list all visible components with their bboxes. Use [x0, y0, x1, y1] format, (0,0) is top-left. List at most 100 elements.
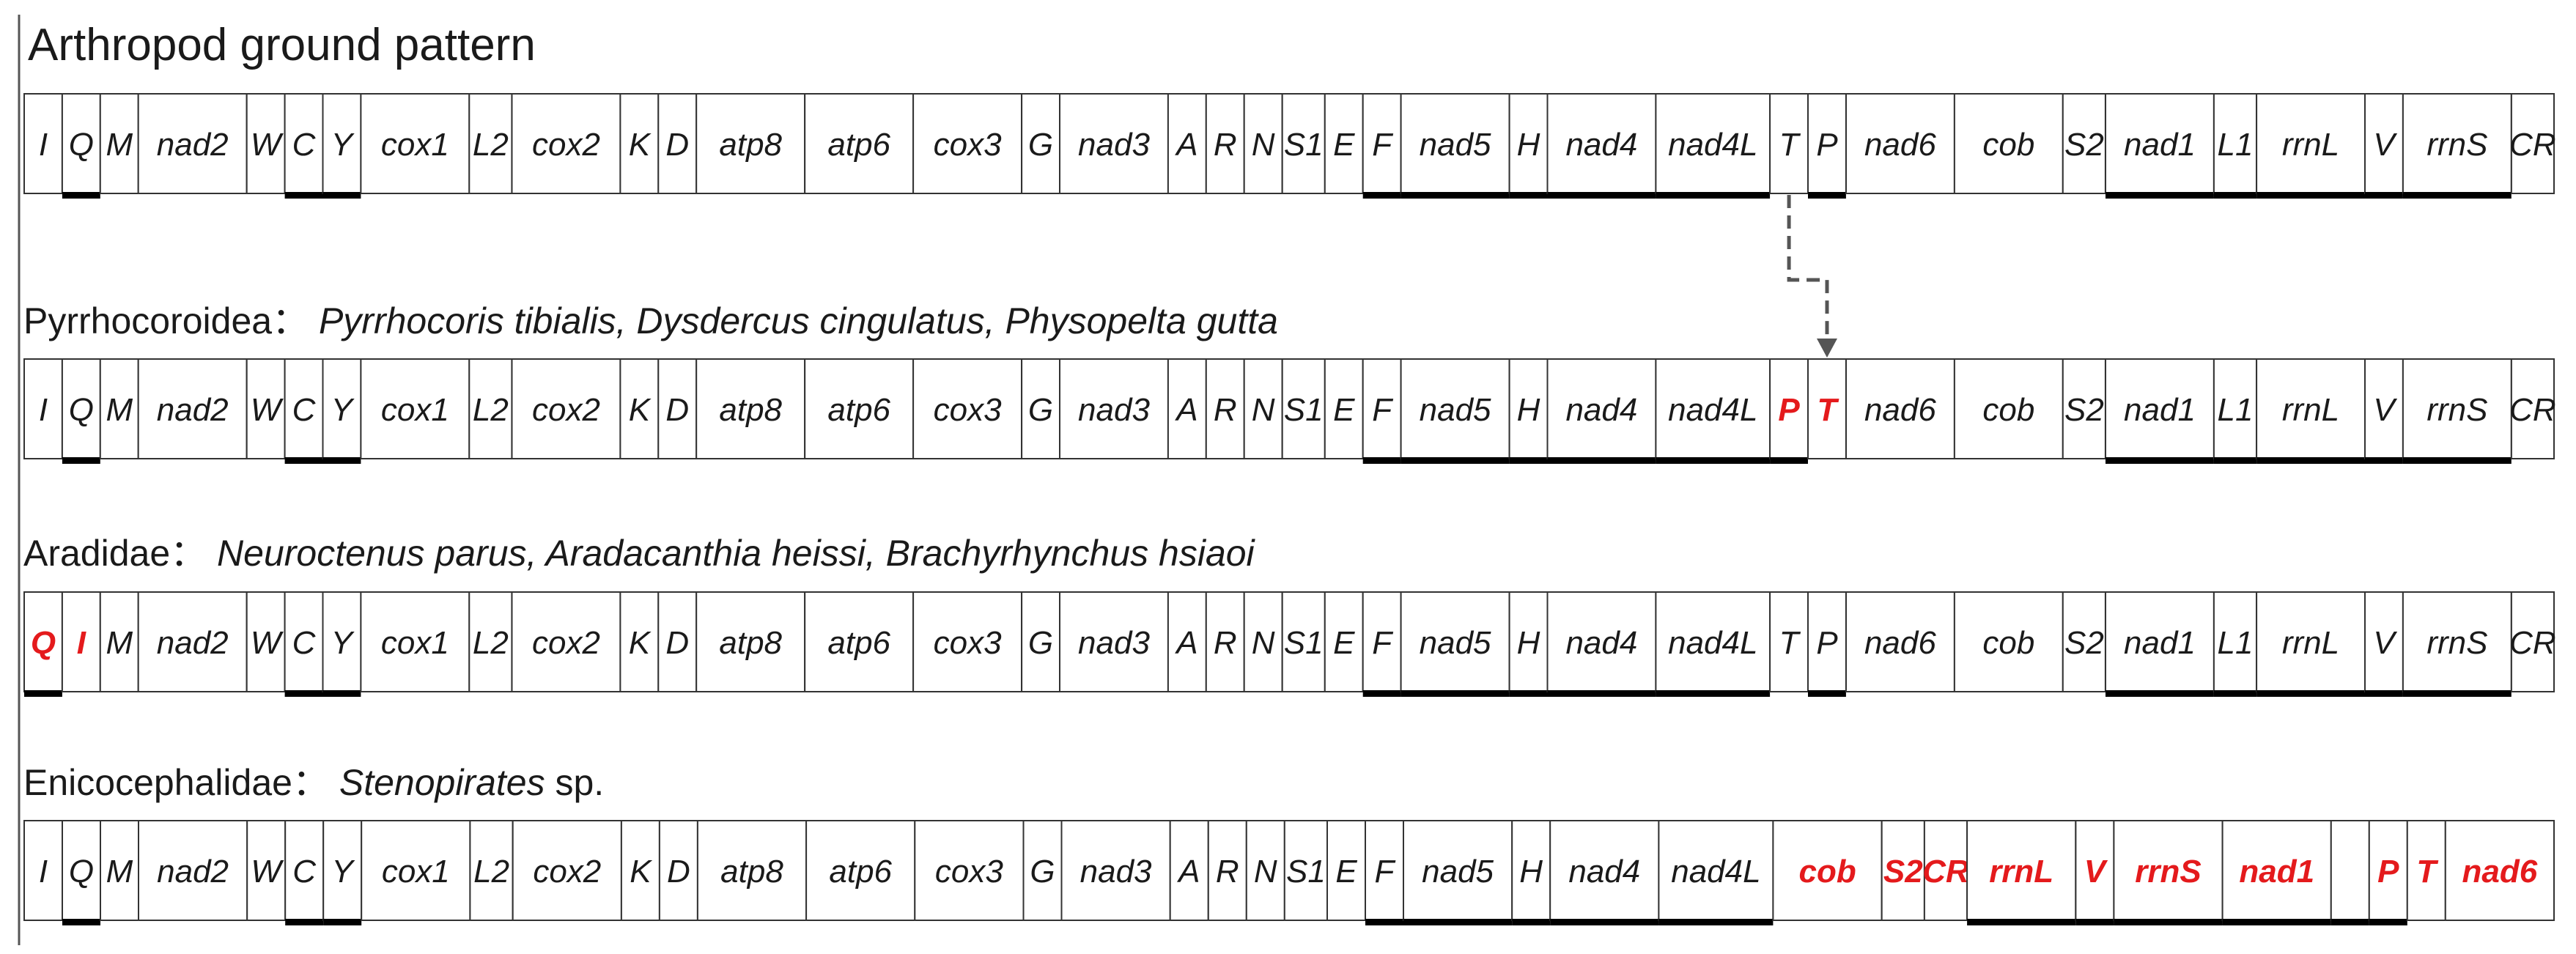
gene-label: W	[251, 854, 284, 890]
gene-box	[1400, 93, 1510, 194]
gene-label: nad4	[1565, 127, 1637, 163]
gene-box	[695, 358, 806, 459]
gene-cell: H	[1511, 820, 1551, 925]
gene-label: nad2	[157, 127, 229, 163]
gene-box	[1059, 93, 1169, 194]
gene-cell: rrnS	[2402, 93, 2512, 199]
gene-label: N	[1252, 625, 1275, 661]
gene-box	[1772, 820, 1883, 921]
minus-strand-bar	[1656, 690, 1771, 697]
species-name: Neuroctenus parus	[207, 533, 526, 574]
gene-box	[2256, 93, 2366, 194]
gene-cell: V	[2075, 820, 2115, 925]
gene-cell: S2	[2062, 93, 2106, 194]
gene-box	[2105, 591, 2215, 692]
gene-box	[2444, 820, 2555, 921]
gene-box	[1508, 358, 1549, 459]
gene-cell: W	[246, 591, 286, 692]
gene-cell: G	[1021, 93, 1060, 194]
gene-box	[912, 93, 1022, 194]
gene-label: E	[1333, 392, 1355, 428]
gene-cell: nad5	[1400, 591, 1510, 697]
gene-label: atp6	[827, 392, 890, 428]
gene-label: rrnS	[2426, 625, 2487, 661]
gene-label: Q	[69, 854, 94, 890]
gene-label: cox1	[381, 127, 449, 163]
diagram-title: Arthropod ground pattern	[28, 20, 536, 70]
minus-strand-bar	[62, 192, 100, 199]
gene-label: nad4	[1565, 625, 1637, 661]
gene-cell: P	[2368, 820, 2408, 925]
gene-label: atp6	[827, 127, 890, 163]
gene-label: P	[1816, 127, 1838, 163]
gene-label: I	[39, 854, 48, 890]
gene-cell: atp6	[804, 591, 915, 692]
gene-box	[1365, 820, 1404, 921]
minus-strand-bar	[2222, 919, 2331, 925]
gene-label: Q	[69, 392, 94, 428]
gene-label: G	[1028, 127, 1053, 163]
gene-cell: M	[100, 820, 139, 921]
gene-label: E	[1333, 127, 1355, 163]
gene-box	[1769, 93, 1809, 194]
gene-box	[1655, 93, 1771, 194]
gene-cell: cox3	[912, 93, 1022, 194]
gene-box	[1403, 820, 1513, 921]
gene-cell: T	[1807, 358, 1847, 459]
gene-cell: nad3	[1060, 820, 1171, 921]
gene-label: G	[1030, 854, 1055, 890]
gene-cell: nad4L	[1655, 93, 1771, 199]
minus-strand-bar	[2365, 690, 2403, 697]
gene-cell: F	[1362, 358, 1402, 464]
gene-label: nad6	[1864, 392, 1936, 428]
minus-strand-bar	[2365, 457, 2403, 464]
gene-cell: nad3	[1059, 93, 1169, 194]
gene-label: L1	[2218, 392, 2254, 428]
gene-label: T	[1779, 127, 1801, 163]
minus-strand-bar	[2365, 192, 2403, 199]
minus-strand-bar	[1512, 919, 1551, 925]
gene-label: atp6	[827, 625, 890, 661]
minus-strand-bar	[2256, 192, 2365, 199]
gene-label: Q	[31, 625, 56, 661]
gene-label: R	[1216, 854, 1239, 890]
gene-box	[99, 93, 139, 194]
minus-strand-bar	[2114, 919, 2223, 925]
gene-box	[1953, 358, 2064, 459]
gene-label: N	[1252, 392, 1275, 428]
gene-box	[23, 591, 63, 692]
gene-cell: cox1	[360, 93, 470, 194]
gene-box	[914, 820, 1025, 921]
gene-cell: nad1	[2221, 820, 2332, 925]
gene-label: F	[1372, 392, 1393, 428]
gene-box	[2330, 820, 2370, 921]
gene-label: L2	[473, 127, 509, 163]
gene-cell: nad2	[137, 93, 248, 194]
gene-cell: nad6	[1845, 591, 1955, 692]
gene-box	[61, 591, 101, 692]
gene-label: A	[1174, 625, 1197, 661]
gene-box	[2221, 820, 2332, 921]
gene-cell: G	[1022, 820, 1063, 921]
minus-strand-bar	[2256, 690, 2365, 697]
gene-cell: I	[23, 93, 63, 194]
gene-box	[619, 93, 660, 194]
gene-box	[804, 358, 915, 459]
gene-label: F	[1375, 854, 1396, 890]
gene-cell: W	[246, 820, 287, 921]
gene-label: rrnL	[2282, 392, 2339, 428]
gene-box	[1807, 358, 1847, 459]
species-name: Pyrrhocoris tibialis	[309, 300, 616, 341]
gene-label: N	[1254, 854, 1277, 890]
arrow-head	[1817, 339, 1837, 358]
gene-cell: CR	[2509, 591, 2556, 692]
minus-strand-bar	[1362, 457, 1401, 464]
gene-label: nad4	[1565, 392, 1637, 428]
gene-cell: cob	[1772, 820, 1883, 921]
minus-strand-bar	[62, 457, 100, 464]
species-suffix: sp.	[545, 762, 605, 803]
gene-box	[61, 93, 101, 194]
gene-label: V	[2084, 854, 2108, 890]
gene-label: P	[2377, 854, 2399, 890]
